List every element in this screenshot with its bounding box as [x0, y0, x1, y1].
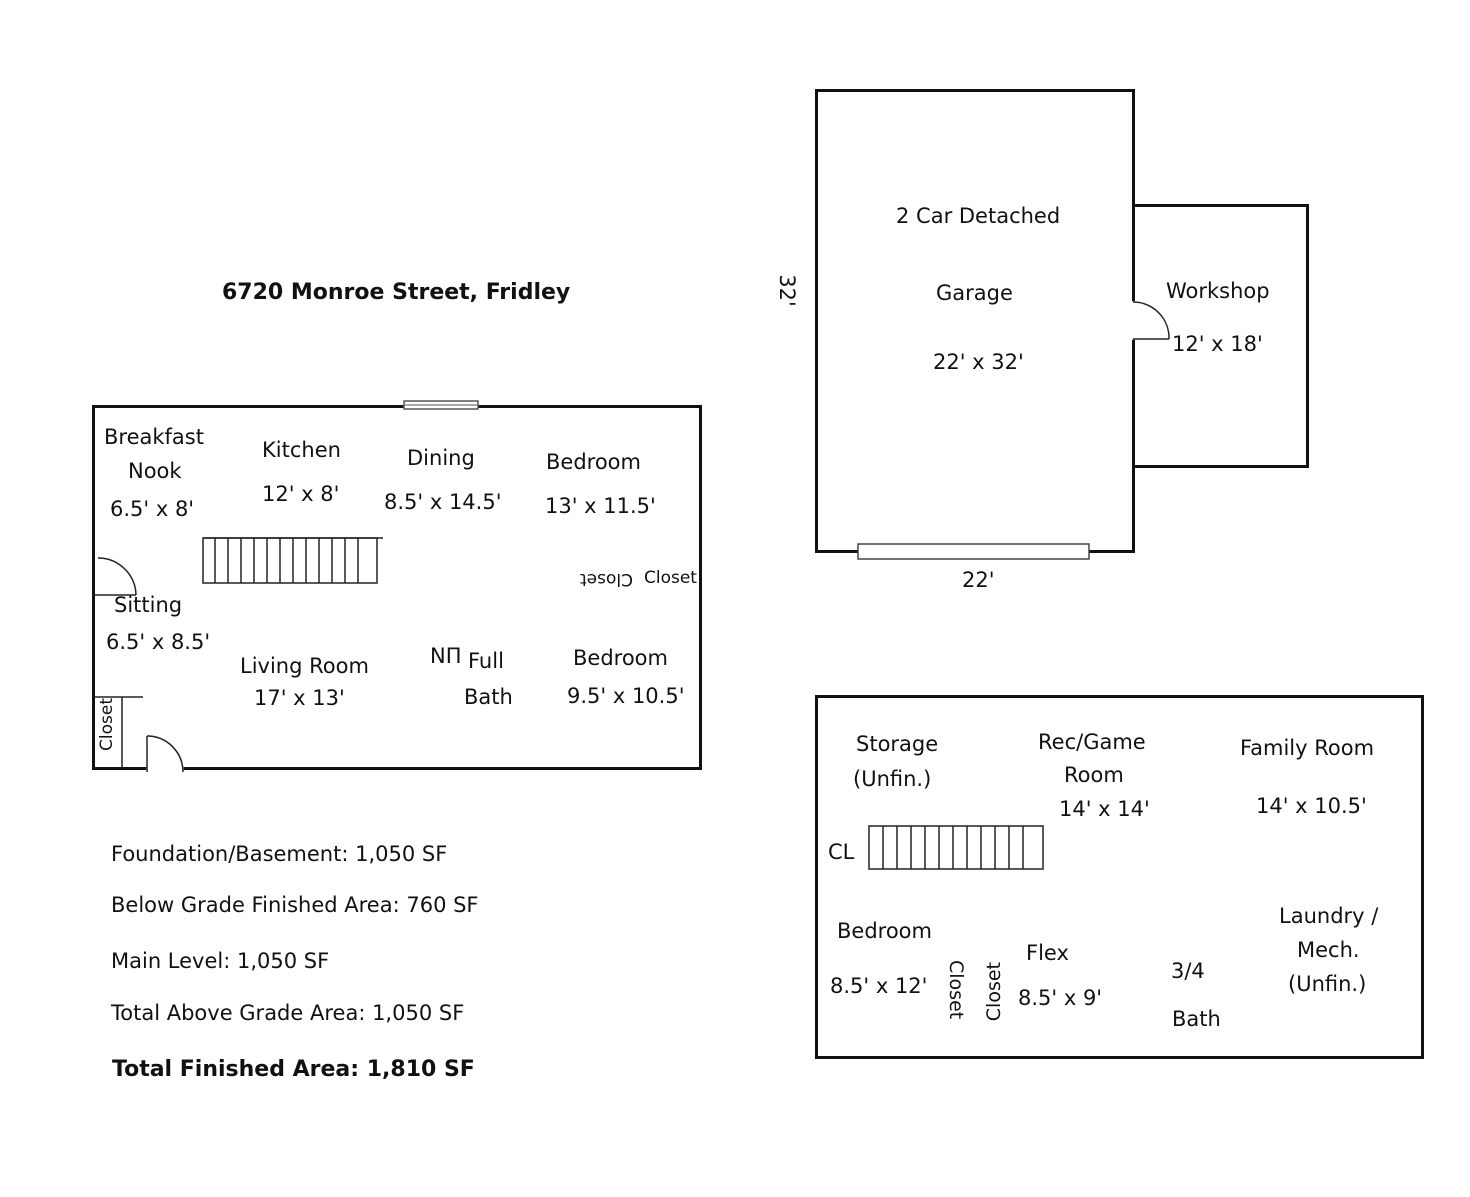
basement-outline	[815, 695, 1424, 1059]
breakfast-nook-label: Breakfast	[104, 425, 204, 449]
flex-size: 8.5' x 9'	[1018, 986, 1103, 1010]
linen-label: NΠ	[430, 644, 462, 668]
area-main-level: Main Level: 1,050 SF	[111, 949, 330, 973]
area-total-finished: Total Finished Area: 1,810 SF	[112, 1057, 475, 1082]
workshop-size: 12' x 18'	[1172, 332, 1263, 356]
sitting-door	[95, 557, 137, 596]
garage-label: 2 Car Detached	[896, 204, 1061, 228]
basement-stairs	[868, 825, 1044, 870]
flex-label: Flex	[1026, 941, 1069, 965]
bedroom-1-label: Bedroom	[546, 450, 641, 474]
front-door	[146, 735, 184, 774]
bedroom-2-size: 9.5' x 10.5'	[567, 684, 685, 708]
rec-game-label: Rec/Game	[1038, 730, 1146, 754]
storage-label: Storage	[856, 732, 939, 756]
closet-label: Closet	[644, 568, 697, 588]
cl-label: CL	[828, 840, 855, 864]
full-bath-label-2: Bath	[464, 685, 513, 709]
garage-bottom-dimension: 22'	[962, 568, 995, 592]
basement-closet-b-label: Closet	[983, 962, 1005, 1022]
rec-game-size: 14' x 14'	[1059, 797, 1150, 821]
storage-label-2: (Unfin.)	[853, 767, 932, 791]
family-room-size: 14' x 10.5'	[1256, 794, 1367, 818]
main-stairs	[202, 537, 383, 584]
dining-label: Dining	[407, 446, 475, 470]
dining-size: 8.5' x 14.5'	[384, 490, 502, 514]
basement-closet-a-label: Closet	[945, 960, 967, 1020]
basement-bedroom-size: 8.5' x 12'	[830, 974, 928, 998]
bath-label-2: Bath	[1172, 1007, 1221, 1031]
main-top-window	[403, 400, 479, 410]
garage-size: 22' x 32'	[933, 350, 1024, 374]
area-below-grade: Below Grade Finished Area: 760 SF	[111, 893, 479, 917]
sitting-size: 6.5' x 8.5'	[106, 630, 211, 654]
bedroom-1-size: 13' x 11.5'	[545, 494, 656, 518]
entry-closet-walls	[95, 696, 143, 768]
garage-label-2: Garage	[936, 281, 1013, 305]
kitchen-label: Kitchen	[262, 438, 341, 462]
workshop-door	[1129, 301, 1170, 340]
family-room-label: Family Room	[1240, 736, 1375, 760]
rec-game-label-2: Room	[1064, 763, 1124, 787]
breakfast-nook-label-2: Nook	[128, 459, 182, 483]
area-above-grade: Total Above Grade Area: 1,050 SF	[111, 1001, 465, 1025]
laundry-label-3: (Unfin.)	[1288, 972, 1367, 996]
full-bath-label: Full	[468, 649, 504, 673]
breakfast-nook-size: 6.5' x 8'	[110, 497, 195, 521]
living-room-size: 17' x 13'	[254, 686, 345, 710]
main-level-outline	[92, 405, 702, 770]
workshop-label: Workshop	[1166, 279, 1270, 303]
laundry-label-2: Mech.	[1297, 938, 1360, 962]
area-foundation: Foundation/Basement: 1,050 SF	[111, 842, 448, 866]
bath-label: 3/4	[1171, 959, 1205, 983]
basement-bedroom-label: Bedroom	[837, 919, 932, 943]
laundry-label: Laundry /	[1279, 904, 1379, 928]
sitting-label: Sitting	[114, 593, 183, 617]
bedroom-2-label: Bedroom	[573, 646, 668, 670]
garage-overhead-door	[857, 543, 1090, 560]
living-room-label: Living Room	[240, 654, 369, 678]
page-title: 6720 Monroe Street, Fridley	[222, 280, 571, 305]
kitchen-size: 12' x 8'	[262, 482, 340, 506]
